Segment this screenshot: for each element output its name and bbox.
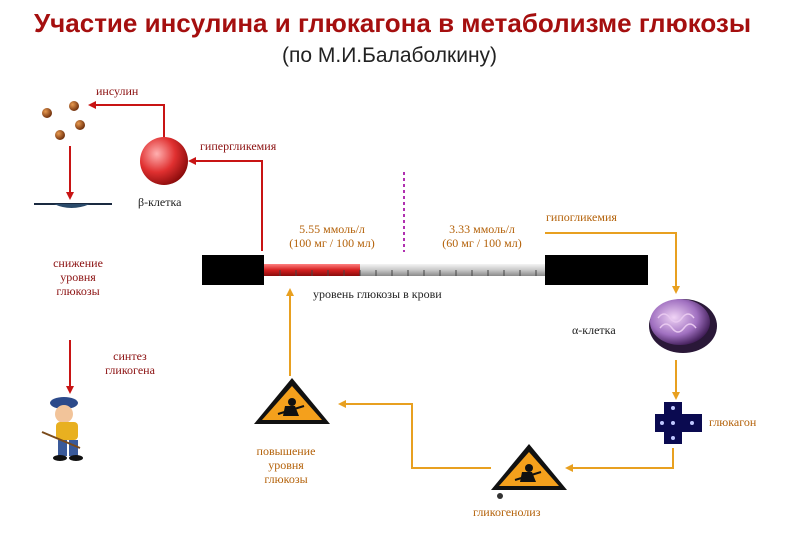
glycogenolysis-label: гликогенолиз — [473, 505, 541, 519]
glycogenolysis-to-increase-arrow — [338, 400, 491, 469]
alpha-cell-label: α-клетка — [572, 323, 616, 337]
insulin-granules-icon — [42, 101, 85, 140]
threshold-low-label: 3.33 ммоль/л (60 мг / 100 мл) — [430, 222, 534, 250]
increase-line-1: повышение — [256, 444, 316, 458]
increase-line-2: уровня — [268, 458, 304, 472]
threshold-high-mmol: 5.55 ммоль/л — [299, 222, 365, 236]
glucagon-to-glycogenolysis-arrow — [565, 448, 674, 472]
hypoglycemia-arrow — [545, 232, 680, 294]
beta-to-insulin-arrow — [88, 101, 165, 137]
glucagon-label: глюкагон — [709, 415, 757, 429]
decrease-glucose-label: снижение уровня глюкозы — [46, 256, 110, 298]
hyperglycemia-arrow — [188, 157, 263, 251]
worker-sign-increase-icon — [254, 378, 330, 424]
increase-line-3: глюкозы — [264, 472, 308, 486]
blood-glucose-level-label: уровень глюкозы в крови — [313, 287, 442, 301]
target-tissue-icon — [34, 203, 112, 208]
page-subtitle: (по М.И.Балаболкину) — [282, 44, 498, 67]
glucagon-molecule-icon — [655, 402, 702, 444]
beta-cell-icon — [140, 137, 188, 185]
threshold-low-mmol: 3.33 ммоль/л — [449, 222, 515, 236]
increase-glucose-label: повышение уровня глюкозы — [248, 444, 324, 486]
decrease-line-1: снижение — [53, 256, 103, 270]
worker-figure-icon — [41, 397, 83, 461]
page-title: Участие инсулина и глюкагона в метаболиз… — [34, 8, 752, 38]
hyperglycemia-label: гипергликемия — [200, 139, 277, 153]
threshold-high-mg: (100 мг / 100 мл) — [289, 236, 375, 250]
decrease-line-3: глюкозы — [56, 284, 100, 298]
glycogen-synthesis-label: синтез гликогена — [98, 349, 162, 377]
insulin-label: инсулин — [96, 84, 139, 98]
beta-cell-label: β-клетка — [138, 195, 182, 209]
decrease-line-2: уровня — [60, 270, 96, 284]
hypoglycemia-label: гипогликемия — [546, 210, 617, 224]
threshold-high-label: 5.55 ммоль/л (100 мг / 100 мл) — [280, 222, 384, 250]
synthesis-line-1: синтез — [113, 349, 147, 363]
glucose-level-gauge — [202, 255, 648, 285]
worker-sign-glycogenolysis-icon — [491, 444, 567, 499]
synthesis-line-2: гликогена — [105, 363, 155, 377]
threshold-low-mg: (60 мг / 100 мл) — [442, 236, 522, 250]
alpha-cell-icon — [649, 299, 717, 353]
